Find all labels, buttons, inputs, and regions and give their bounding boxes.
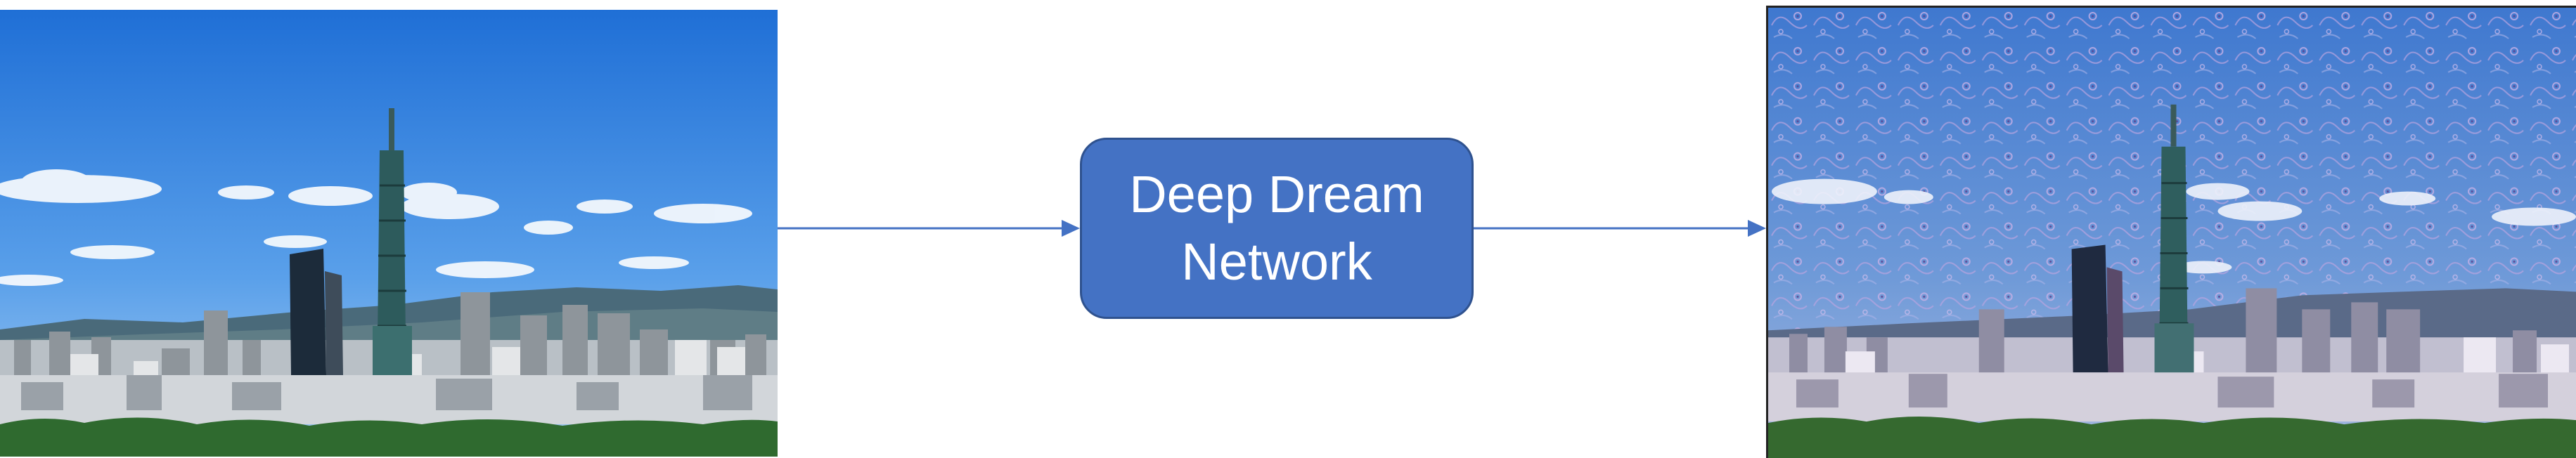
network-label-line2: Network [1181, 233, 1372, 291]
network-label-line1: Deep Dream [1129, 165, 1424, 223]
deep-dream-network-box: Deep Dream Network [1080, 138, 1474, 319]
arrow-network-to-output [1474, 220, 1766, 237]
input-skyline-image [0, 10, 778, 457]
output-deep-dream-image [1766, 6, 2576, 458]
arrow-input-to-network [778, 220, 1080, 237]
